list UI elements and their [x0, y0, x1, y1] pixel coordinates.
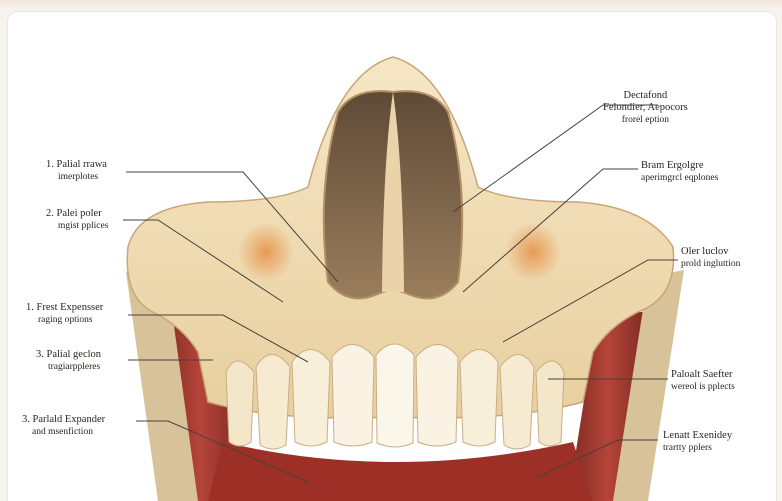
label-right-3-title: Paloalt Saefter: [671, 369, 735, 381]
label-left-5: 3. Parlald Expander and msenfiction: [22, 414, 105, 438]
label-right-4-sub: trartty pplers: [663, 442, 732, 454]
label-left-1: 1. Palial rrawa imerplotes: [46, 159, 107, 183]
label-right-1: Bram Ergolgre aperimgrcl eqplones: [641, 160, 718, 184]
label-right-4: Lenatt Exenidey trartty pplers: [663, 430, 732, 454]
label-right-3-sub: wereol is pplects: [671, 381, 735, 393]
label-right-2: Oler luclov prold ingluttion: [681, 246, 740, 270]
maxilla-illustration: [8, 12, 776, 501]
label-top-right: Dectafond Felondier, Aepocors frorel ept…: [603, 90, 688, 126]
label-left-3: 1. Frest Expensser raging options: [26, 302, 103, 326]
left-shadow: [238, 222, 294, 282]
label-top-right-line3: frorel eption: [603, 114, 688, 126]
label-left-4-sub: tragiarppleres: [36, 361, 101, 373]
gum-tissue: [208, 442, 593, 501]
label-left-2-title: 2. Palei poler: [46, 208, 108, 220]
teeth-row: [226, 344, 564, 449]
label-left-4-title: 3. Palial geclon: [36, 349, 101, 361]
illustration-card: 1. Palial rrawa imerplotes 2. Palei pole…: [8, 12, 776, 501]
label-left-2-sub: mgist pplices: [46, 220, 108, 232]
label-left-4: 3. Palial geclon tragiarppleres: [36, 349, 101, 373]
label-left-5-sub: and msenfiction: [22, 426, 105, 438]
label-left-3-title: 1. Frest Expensser: [26, 302, 103, 314]
label-right-4-title: Lenatt Exenidey: [663, 430, 732, 442]
label-left-5-title: 3. Parlald Expander: [22, 414, 105, 426]
label-right-2-sub: prold ingluttion: [681, 258, 740, 270]
label-left-1-title: 1. Palial rrawa: [46, 159, 107, 171]
label-right-2-title: Oler luclov: [681, 246, 740, 258]
label-right-3: Paloalt Saefter wereol is pplects: [671, 369, 735, 393]
label-right-1-sub: aperimgrcl eqplones: [641, 172, 718, 184]
label-left-2: 2. Palei poler mgist pplices: [46, 208, 108, 232]
label-left-3-sub: raging options: [26, 314, 103, 326]
label-top-right-line1: Dectafond: [603, 90, 688, 102]
label-right-1-title: Bram Ergolgre: [641, 160, 718, 172]
label-left-1-sub: imerplotes: [46, 171, 107, 183]
label-top-right-line2: Felondier, Aepocors: [603, 102, 688, 114]
